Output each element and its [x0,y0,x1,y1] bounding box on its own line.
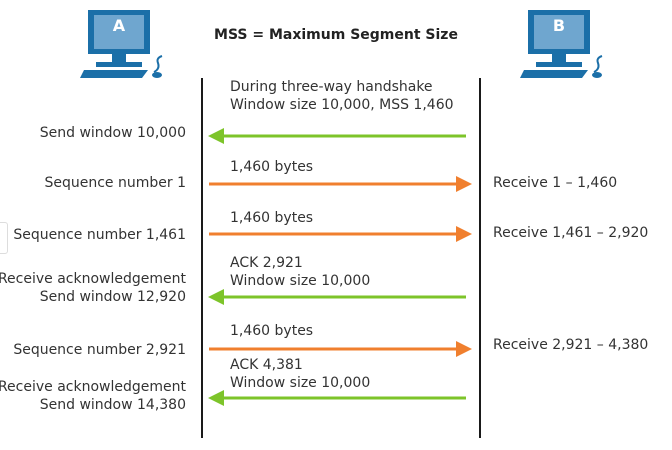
arrow-label-bytes-3: 1,460 bytes [230,323,314,339]
left-label-seq-1461: Sequence number 1,461 [13,227,186,243]
arrow-handshake [208,128,466,144]
arrow-data-1 [209,176,472,192]
timeline-a [201,78,203,438]
host-a-label: A [112,16,126,35]
computer-a-icon [80,10,163,78]
left-label-send-window-3: Send window 14,380 [39,397,186,413]
arrow-label-ack-2921: ACK 2,921 [230,255,303,271]
right-label-receive-3: Receive 2,921 – 4,380 [493,337,649,353]
arrow-label-bytes-1: 1,460 bytes [230,159,314,175]
arrow-label-bytes-2: 1,460 bytes [230,210,314,226]
arrow-ack-2 [208,390,466,406]
right-label-receive-2: Receive 1,461 – 2,920 [493,225,649,241]
arrow-ack-1 [208,289,466,305]
host-b-label: B [552,16,566,35]
arrow-data-3 [209,341,472,357]
timeline-b [479,78,481,438]
left-label-receive-ack-1: Receive acknowledgement [0,271,186,287]
side-tab [0,222,8,254]
left-label-send-window-2: Send window 12,920 [39,289,186,305]
arrow-label-window-2: Window size 10,000 [230,375,371,391]
handshake-line-2: Window size 10,000, MSS 1,460 [230,97,454,113]
arrow-data-2 [209,226,472,242]
arrow-label-window-1: Window size 10,000 [230,273,371,289]
arrow-label-ack-4381: ACK 4,381 [230,357,303,373]
left-label-send-window: Send window 10,000 [39,125,186,141]
handshake-line-1: During three-way handshake [230,79,433,95]
left-label-seq-2921: Sequence number 2,921 [13,342,186,358]
left-label-seq-1: Sequence number 1 [44,175,186,191]
computer-b-icon [520,10,603,78]
left-label-receive-ack-2: Receive acknowledgement [0,379,186,395]
diagram-title: MSS = Maximum Segment Size [214,27,458,43]
right-label-receive-1: Receive 1 – 1,460 [493,175,618,191]
